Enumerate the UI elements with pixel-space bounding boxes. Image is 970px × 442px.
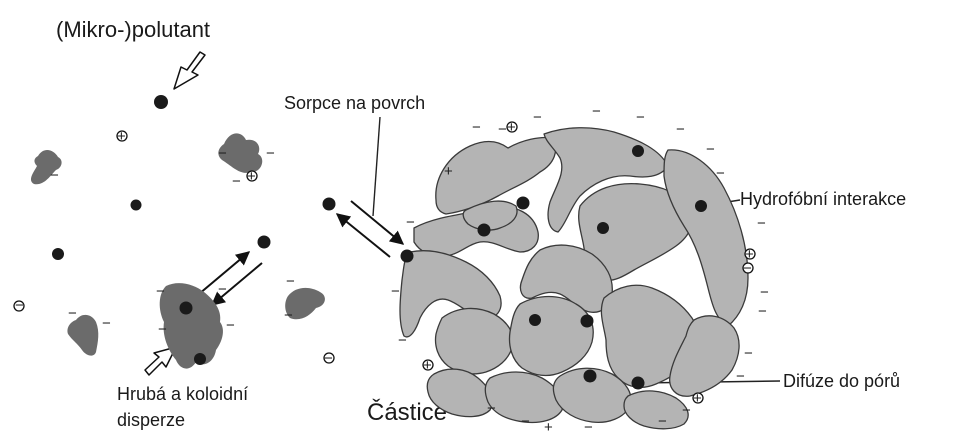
label-hydrophobic-interaction: Hydrofóbní interakce: [740, 189, 906, 209]
arrow-sorption-in: [337, 214, 390, 257]
svg-text:−: −: [716, 165, 725, 182]
svg-text:−: −: [760, 284, 769, 301]
svg-text:−: −: [15, 297, 24, 314]
svg-text:−: −: [758, 303, 767, 320]
svg-text:+: +: [423, 357, 432, 374]
svg-text:−: −: [398, 332, 407, 349]
svg-text:−: −: [533, 109, 542, 126]
svg-text:−: −: [156, 283, 165, 300]
label-surface-sorption: Sorpce na povrch: [284, 93, 425, 113]
svg-text:−: −: [406, 214, 415, 231]
svg-text:−: −: [584, 419, 593, 436]
svg-text:−: −: [498, 121, 507, 138]
svg-text:−: −: [158, 321, 167, 338]
svg-text:−: −: [706, 141, 715, 158]
leader-surface-sorption: [373, 117, 380, 216]
svg-text:−: −: [743, 260, 752, 277]
hollow-arrow-pollutant: [174, 52, 205, 89]
label-dispersion: disperze: [117, 410, 185, 430]
label-micropollutant: (Mikro-)polutant: [56, 17, 210, 42]
svg-text:−: −: [521, 413, 530, 430]
svg-text:−: −: [592, 103, 601, 120]
svg-text:−: −: [68, 305, 77, 322]
svg-text:−: −: [636, 109, 645, 126]
svg-text:−: −: [757, 215, 766, 232]
svg-text:−: −: [658, 413, 667, 430]
svg-text:−: −: [391, 283, 400, 300]
arrow-sorption-out: [351, 201, 403, 244]
svg-text:−: −: [736, 368, 745, 385]
svg-text:−: −: [218, 281, 227, 298]
label-coarse-colloid: Hrubá a koloidní: [117, 384, 248, 404]
svg-text:−: −: [487, 400, 496, 417]
svg-text:−: −: [218, 145, 227, 162]
svg-text:−: −: [676, 121, 685, 138]
svg-text:−: −: [682, 402, 691, 419]
label-pore-diffusion: Difúze do pórů: [783, 371, 900, 391]
svg-text:−: −: [232, 173, 241, 190]
svg-text:+: +: [117, 128, 126, 145]
svg-text:−: −: [226, 317, 235, 334]
svg-text:+: +: [693, 390, 702, 407]
svg-text:+: +: [247, 168, 256, 185]
svg-text:−: −: [102, 315, 111, 332]
svg-text:−: −: [472, 119, 481, 136]
svg-text:−: −: [744, 345, 753, 362]
svg-text:−: −: [286, 273, 295, 290]
svg-text:−: −: [324, 350, 333, 367]
svg-text:+: +: [444, 163, 453, 180]
svg-text:−: −: [284, 307, 293, 324]
svg-text:+: +: [544, 419, 553, 436]
svg-text:−: −: [50, 167, 59, 184]
svg-text:−: −: [266, 145, 275, 162]
svg-text:+: +: [507, 119, 516, 136]
